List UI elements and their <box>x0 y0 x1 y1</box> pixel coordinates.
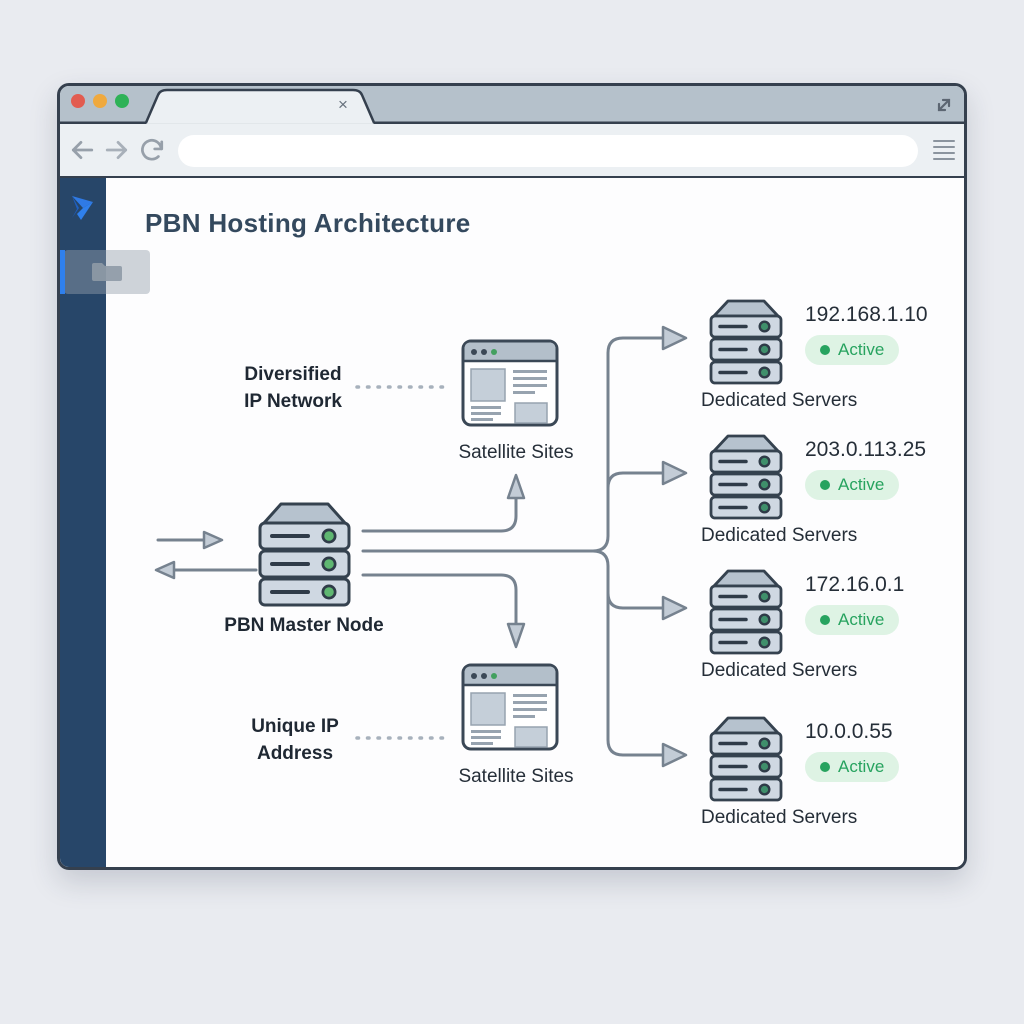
status-dot-icon <box>820 762 830 772</box>
dedicated-server-row: 10.0.0.55 Active Dedicated Servers <box>701 712 964 842</box>
server-caption: Dedicated Servers <box>701 807 858 828</box>
status-dot-icon <box>820 345 830 355</box>
browser-toolbar <box>60 124 964 178</box>
server-ip: 172.16.0.1 <box>805 573 905 596</box>
sidebar-item-selected[interactable] <box>64 250 150 294</box>
expand-icon[interactable] <box>932 93 956 117</box>
address-bar-input[interactable] <box>178 135 918 167</box>
server-icon <box>709 434 783 520</box>
diagram-canvas: PBN Hosting Architecture <box>106 178 964 867</box>
status-badge: Active <box>805 752 900 782</box>
server-ip: 203.0.113.25 <box>805 438 927 461</box>
dedicated-server-row: 172.16.0.1 Active Dedicated Servers <box>701 565 964 695</box>
dedicated-server-row: 203.0.113.25 Active Dedicated Servers <box>701 430 964 560</box>
browser-window: × <box>57 83 967 870</box>
server-caption: Dedicated Servers <box>701 525 858 546</box>
satellite-site-icon-top <box>461 339 559 427</box>
status-dot-icon <box>820 480 830 490</box>
diversified-ip-label: Diversified IP Network <box>244 364 342 412</box>
browser-content: PBN Hosting Architecture <box>60 178 964 867</box>
menu-icon[interactable] <box>933 137 955 163</box>
app-logo-icon[interactable] <box>69 194 97 224</box>
satellite-site-icon-bottom <box>461 663 559 751</box>
server-caption: Dedicated Servers <box>701 660 858 681</box>
dedicated-server-row: 192.168.1.10 Active Dedicated Servers <box>701 295 964 425</box>
status-dot-icon <box>820 615 830 625</box>
active-nav-indicator <box>60 250 65 294</box>
tab-close-icon[interactable]: × <box>338 95 348 114</box>
master-node-caption: PBN Master Node <box>224 615 384 636</box>
server-ip: 10.0.0.55 <box>805 720 893 743</box>
forward-icon[interactable] <box>104 137 130 163</box>
maximize-window-button[interactable] <box>115 94 129 108</box>
status-badge: Active <box>805 470 900 500</box>
pbn-master-node-icon <box>258 502 351 607</box>
minimize-window-button[interactable] <box>93 94 107 108</box>
sidebar <box>60 178 106 867</box>
server-icon <box>709 716 783 802</box>
close-window-button[interactable] <box>71 94 85 108</box>
status-badge: Active <box>805 605 900 635</box>
server-icon <box>709 299 783 385</box>
page-title: PBN Hosting Architecture <box>145 208 471 238</box>
tab-shape <box>60 88 964 124</box>
server-icon <box>709 569 783 655</box>
satellite-top-caption: Satellite Sites <box>458 442 574 463</box>
refresh-icon[interactable] <box>139 137 165 163</box>
traffic-lights <box>71 94 129 108</box>
status-badge: Active <box>805 335 900 365</box>
diagram-connectors <box>154 325 688 768</box>
satellite-bottom-caption: Satellite Sites <box>458 766 574 787</box>
server-caption: Dedicated Servers <box>701 390 858 411</box>
back-icon[interactable] <box>69 137 95 163</box>
browser-titlebar: × <box>60 86 964 124</box>
unique-ip-label: Unique IP Address <box>251 716 339 764</box>
folder-icon <box>92 263 122 281</box>
server-ip: 192.168.1.10 <box>805 303 928 326</box>
